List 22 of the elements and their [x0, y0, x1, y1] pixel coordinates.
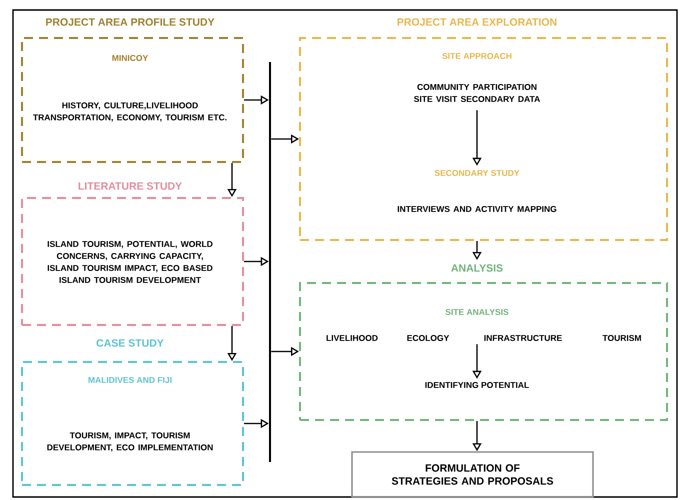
box-text: TOURISM: [602, 335, 641, 341]
box-text: COMMUNITY PARTICIPATION SITE VISIT SECONDARY DATA: [414, 84, 540, 102]
section-heading: ANALYSIS: [451, 264, 503, 272]
subheading: SECONDARY STUDY: [434, 170, 520, 176]
section-heading: PROJECT AREA PROFILE STUDY: [46, 18, 214, 26]
box-text: ECOLOGY: [407, 335, 450, 341]
box-text: ISLAND TOURISM, POTENTIAL, WORLD CONCERNS, CARRYING CAPACITY, ISLAND TOURISM IMPACT, ECO BASED ISLAND TOURISM DEVELOPMENT: [48, 241, 212, 283]
box-text: TOURISM, IMPACT, TOURISM DEVELOPMENT, ECO IMPLEMENTATION: [47, 432, 213, 452]
subheading: SITE APPROACH: [442, 53, 512, 59]
subheading: MALIDIVES AND FIJI: [88, 377, 172, 383]
box-text: HISTORY, CULTURE,LIVELIHOOD TRANSPORTATION, ECONOMY, TOURISM ETC.: [33, 102, 226, 122]
box-text: INTERVIEWS AND ACTIVITY MAPPING: [398, 206, 556, 212]
result-box: FORMULATION OF STRATEGIES AND PROPOSALS: [351, 451, 594, 498]
subheading: MINICOY: [112, 55, 148, 61]
section-heading: PROJECT AREA EXPLORATION: [398, 18, 556, 26]
box-text: INFRASTRUCTURE: [484, 335, 562, 341]
box-text: LIVELIHOOD: [326, 335, 378, 341]
subheading: SITE ANALYSIS: [446, 309, 508, 315]
box-text: IDENTIFYING POTENTIAL: [425, 382, 529, 388]
section-heading: LITERATURE STUDY: [78, 182, 182, 190]
section-heading: CASE STUDY: [96, 339, 164, 347]
bus-line: [269, 62, 271, 462]
